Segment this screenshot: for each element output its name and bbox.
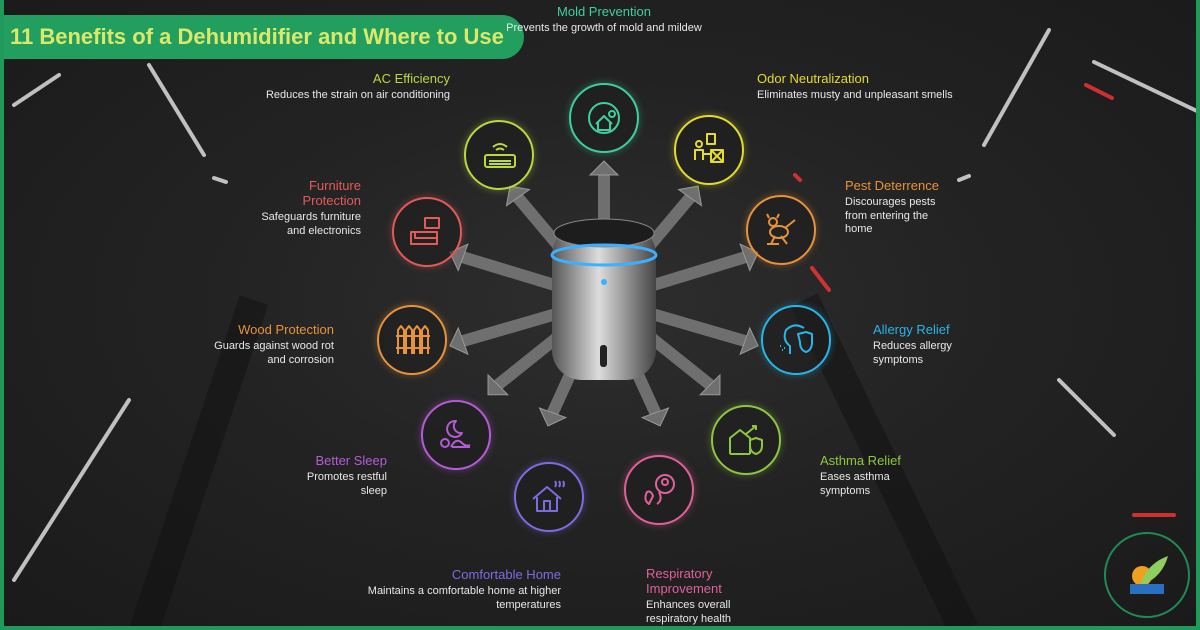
arrow-head [588, 160, 620, 176]
benefit-sleep-circle [421, 400, 491, 470]
benefit-pest-circle [746, 195, 816, 265]
benefit-comfort-circle [514, 462, 584, 532]
arrow-head [739, 326, 759, 356]
benefit-title: Mold Prevention [557, 4, 651, 19]
arrow-head [449, 326, 469, 356]
house-shield-icon [729, 425, 763, 455]
benefit-title: AC Efficiency [372, 71, 450, 86]
benefit-description: Prevents the growth of mold and mildew [506, 22, 702, 34]
moon-sleep-icon [440, 419, 471, 448]
page-title: 11 Benefits of a Dehumidifier and Where … [4, 15, 524, 59]
sustainable-scale-logo [1104, 532, 1190, 618]
benefit-title: Asthma Relief [820, 453, 901, 468]
arrow-head [677, 185, 703, 207]
arrow-head [538, 407, 568, 427]
benefit-title: Furniture Protection [302, 178, 361, 208]
benefit-description: Eases asthma symptoms [820, 471, 890, 497]
warm-house-icon [532, 480, 565, 512]
benefit-respiratory-circle [624, 455, 694, 525]
head-shield-icon [780, 324, 813, 354]
central-dehumidifier [449, 160, 759, 427]
benefit-title: Odor Neutralization [757, 71, 869, 86]
benefit-odor-circle [674, 115, 744, 185]
air-conditioner-icon [484, 143, 516, 168]
benefit-description: Guards against wood rot and corrosion [214, 340, 334, 366]
benefit-description: Discourages pests from entering the home [845, 196, 936, 235]
arrow-head [640, 407, 670, 427]
house-mold-icon [588, 102, 620, 134]
benefit-wood-circle [377, 305, 447, 375]
benefit-description: Reduces the strain on air conditioning [265, 89, 450, 101]
background-light-streaks [12, 28, 1196, 626]
benefit-ac-circle [464, 120, 534, 190]
arrow-head [487, 373, 510, 396]
benefit-asthma-circle [711, 405, 781, 475]
lungs-icon [644, 474, 675, 505]
benefit-title: Better Sleep [315, 453, 387, 468]
benefit-title: Respiratory Improvement [646, 566, 722, 596]
arrow-head [698, 373, 721, 396]
benefit-description: Reduces allergy symptoms [873, 340, 952, 366]
benefit-description: Eliminates musty and unpleasant smells [757, 89, 953, 101]
benefit-description: Maintains a comfortable home at higher t… [367, 585, 561, 611]
person-odor-icon [694, 133, 724, 163]
benefit-title: Wood Protection [238, 322, 334, 337]
benefit-title: Pest Deterrence [845, 178, 939, 193]
benefit-description: Enhances overall respiratory health [646, 599, 731, 625]
benefit-mold-circle [569, 83, 639, 153]
benefit-furniture-circle [392, 197, 462, 267]
fence-icon [396, 325, 430, 354]
insect-icon [766, 213, 796, 245]
benefit-description: Promotes restful sleep [306, 471, 387, 497]
benefit-allergy-circle [761, 305, 831, 375]
benefit-description: Safeguards furniture and electronics [261, 211, 361, 237]
sofa-icon [410, 217, 440, 245]
benefit-title: Comfortable Home [451, 567, 561, 582]
arrow-head [505, 185, 531, 207]
benefit-title: Allergy Relief [873, 322, 950, 337]
